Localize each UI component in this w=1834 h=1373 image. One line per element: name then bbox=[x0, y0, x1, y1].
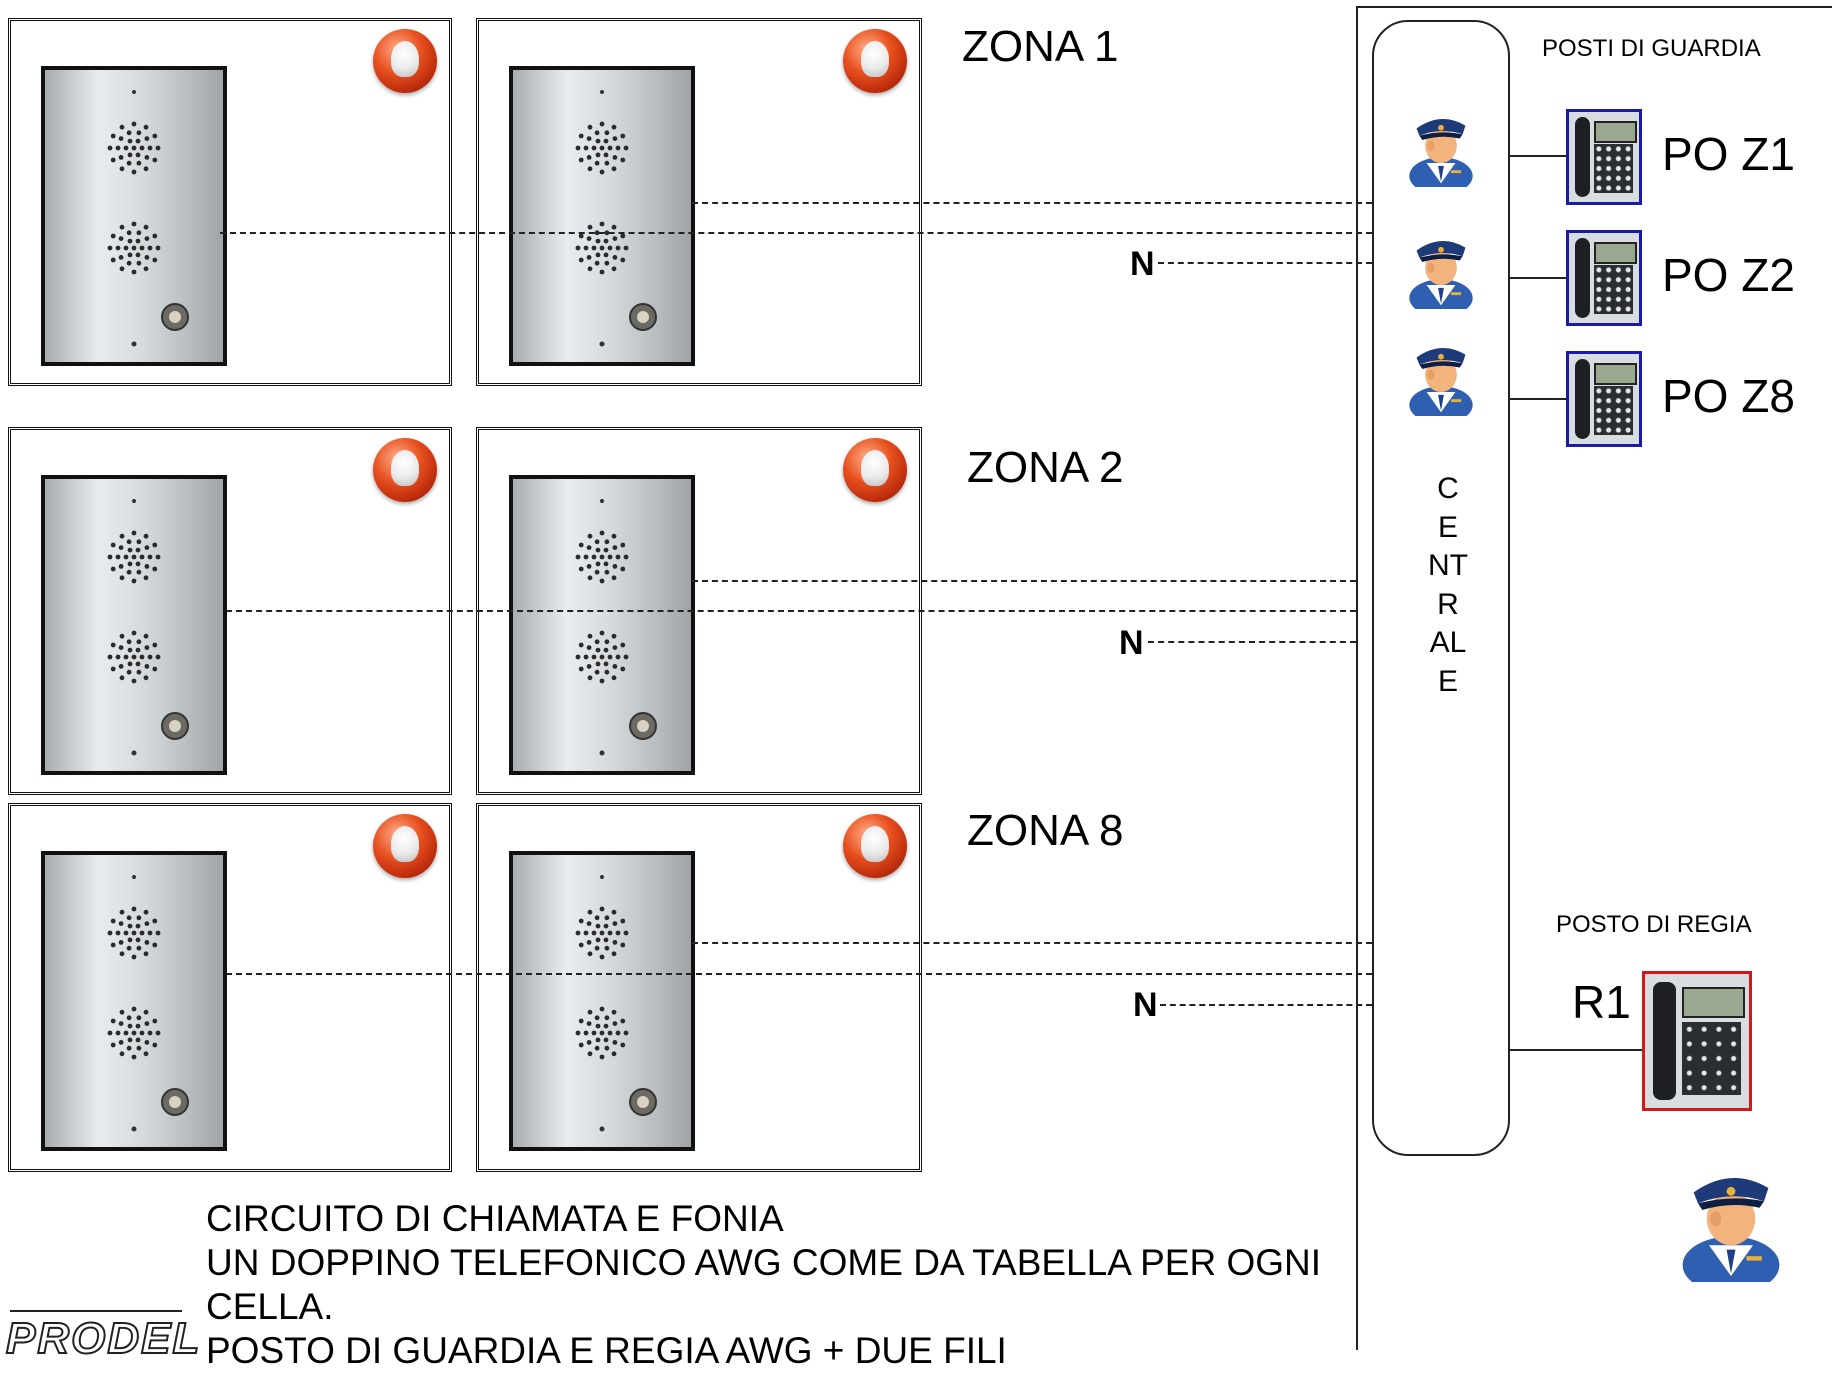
zone-2-wire-n bbox=[1148, 641, 1356, 643]
footer-line-2: UN DOPPINO TELEFONICO AWG COME DA TABELL… bbox=[206, 1242, 1322, 1283]
speaker-grille bbox=[107, 121, 161, 175]
zone-1-n-marker: N bbox=[1130, 245, 1155, 283]
guard-officer-icon-z8 bbox=[1405, 333, 1477, 424]
mic-hole bbox=[132, 875, 136, 879]
panel-graphics bbox=[575, 875, 657, 1132]
zone-8-label: ZONA 8 bbox=[967, 806, 1124, 855]
zone-1-wire-a bbox=[692, 202, 1372, 204]
speaker-grille bbox=[575, 121, 629, 175]
panel-graphics bbox=[107, 499, 189, 756]
mic-hole bbox=[600, 90, 604, 94]
po-z8-phone-icon bbox=[1566, 351, 1642, 447]
centrale-box bbox=[1372, 20, 1510, 1156]
zone-1-label: ZONA 1 bbox=[962, 22, 1119, 71]
guard-officer-icon-regia bbox=[1676, 1155, 1786, 1294]
zone-2-n-marker: N bbox=[1119, 624, 1144, 662]
intercom-panel bbox=[41, 851, 227, 1151]
director-post-label: R1 bbox=[1572, 976, 1631, 1028]
panel-graphics bbox=[575, 499, 657, 756]
guard-officer-icon-z2 bbox=[1405, 226, 1477, 317]
speaker-grille bbox=[107, 630, 161, 684]
zone-8-wire-n bbox=[1160, 1004, 1372, 1006]
call-lamp-icon bbox=[373, 438, 437, 502]
panel-graphics bbox=[107, 875, 189, 1132]
zone-8-n-marker: N bbox=[1133, 986, 1158, 1024]
zone-2-wire-b bbox=[226, 610, 1356, 612]
po-z1-phone-icon bbox=[1566, 109, 1642, 205]
call-lamp-icon bbox=[373, 29, 437, 93]
zone-2-wire-a bbox=[692, 580, 1356, 582]
prodel-logo: PRODEL bbox=[5, 1313, 202, 1364]
speaker-grille bbox=[575, 530, 629, 584]
zone-1-cell-1 bbox=[8, 18, 452, 386]
call-lamp-icon bbox=[843, 438, 907, 502]
mic-hole bbox=[600, 499, 604, 503]
speaker-grille bbox=[575, 221, 629, 275]
mic-hole bbox=[600, 875, 604, 879]
call-lamp-icon bbox=[843, 29, 907, 93]
po-z8-line bbox=[1510, 398, 1568, 400]
zone-1-wire-n bbox=[1158, 262, 1372, 264]
intercom-panel bbox=[509, 66, 695, 366]
po-z2-label: PO Z2 bbox=[1662, 249, 1795, 301]
speaker-grille bbox=[107, 530, 161, 584]
call-lamp-icon bbox=[373, 814, 437, 878]
guard-officer-icon-z1 bbox=[1405, 104, 1477, 195]
zone-8-cell-2 bbox=[476, 803, 922, 1172]
intercom-panel bbox=[509, 475, 695, 775]
po-z8-label: PO Z8 bbox=[1662, 370, 1795, 422]
mic-hole bbox=[132, 499, 136, 503]
zone-2-label: ZONA 2 bbox=[967, 443, 1124, 492]
intercom-panel bbox=[41, 66, 227, 366]
intercom-panel bbox=[509, 851, 695, 1151]
footer-line-1: CIRCUITO DI CHIAMATA E FONIA bbox=[206, 1198, 784, 1239]
director-post-title: POSTO DI REGIA bbox=[1556, 911, 1752, 938]
zone-8-wire-b bbox=[226, 973, 1372, 975]
speaker-grille bbox=[107, 221, 161, 275]
right-section-top-border bbox=[1356, 6, 1832, 8]
panel-graphics bbox=[107, 90, 189, 347]
right-section-border bbox=[1356, 6, 1358, 1350]
speaker-grille bbox=[107, 906, 161, 960]
speaker-grille bbox=[575, 906, 629, 960]
po-z2-phone-icon bbox=[1566, 230, 1642, 326]
po-z2-line bbox=[1510, 277, 1568, 279]
director-phone-icon bbox=[1642, 971, 1752, 1111]
footer-line-4: POSTO DI GUARDIA E REGIA AWG + DUE FILI bbox=[206, 1330, 1007, 1371]
call-lamp-icon bbox=[843, 814, 907, 878]
centrale-label: CENTRALE bbox=[1428, 472, 1468, 698]
footer-line-3: CELLA. bbox=[206, 1286, 334, 1327]
director-line bbox=[1510, 1049, 1644, 1051]
zone-1-wire-b bbox=[220, 232, 1372, 234]
speaker-grille bbox=[575, 630, 629, 684]
mic-hole bbox=[132, 90, 136, 94]
po-z1-label: PO Z1 bbox=[1662, 128, 1795, 180]
zone-8-wire-a bbox=[692, 942, 1372, 944]
po-z1-line bbox=[1510, 155, 1568, 157]
guard-posts-title: POSTI DI GUARDIA bbox=[1542, 35, 1761, 62]
intercom-panel bbox=[41, 475, 227, 775]
speaker-grille bbox=[575, 1006, 629, 1060]
zone-8-cell-1 bbox=[8, 803, 452, 1172]
logo-rule bbox=[10, 1310, 182, 1312]
speaker-grille bbox=[107, 1006, 161, 1060]
panel-graphics bbox=[575, 90, 657, 347]
